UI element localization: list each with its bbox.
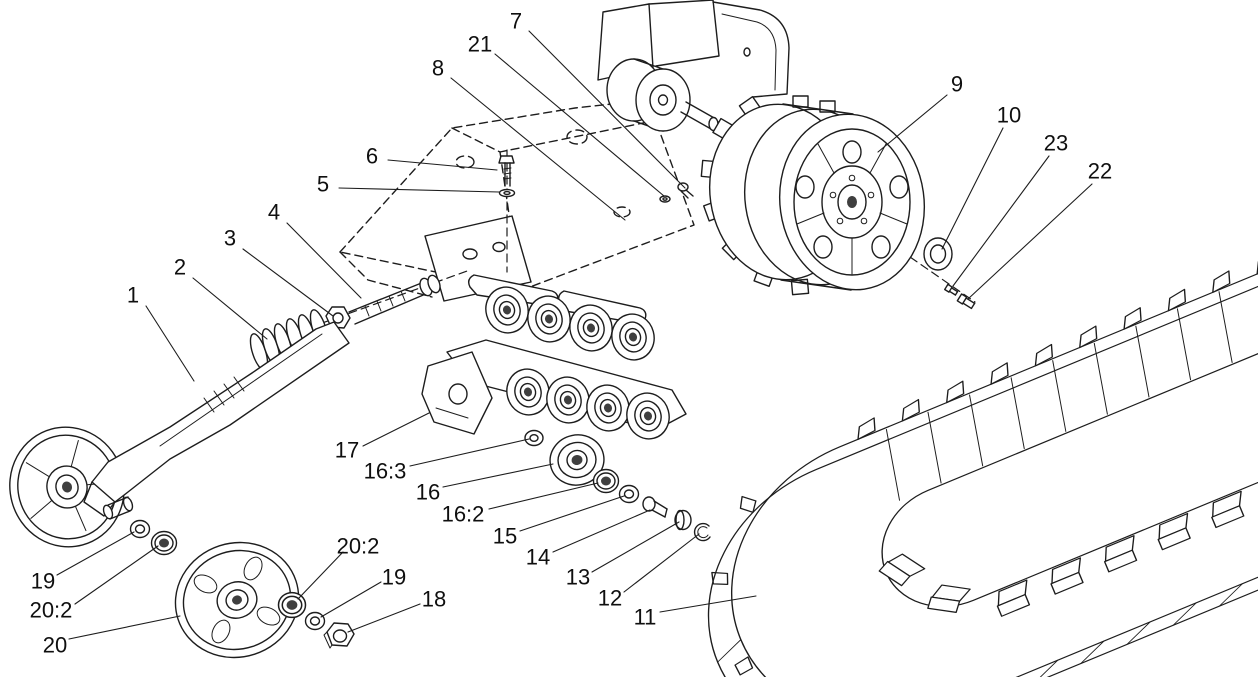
leader-line-20-2-23 — [74, 545, 159, 605]
callout-20-2-23: 20:2 — [30, 598, 73, 623]
callout-10-10: 10 — [997, 103, 1021, 128]
leader-line-3-2 — [242, 248, 334, 317]
callout-23-11: 23 — [1044, 131, 1068, 156]
washer-15 — [618, 484, 640, 504]
callout-5-4: 5 — [317, 172, 329, 197]
leader-line-22-12 — [967, 183, 1093, 300]
idler-wheel-20 — [174, 541, 300, 659]
bolt-22 — [956, 293, 976, 310]
roller-cap-13 — [674, 509, 692, 531]
leader-line-19-22 — [56, 531, 135, 576]
leader-line-11-21 — [659, 595, 757, 613]
retaining-ring-12 — [693, 522, 711, 542]
mount-washer — [659, 195, 671, 203]
callout-6-5: 6 — [366, 144, 378, 169]
callout-17-13: 17 — [335, 438, 359, 463]
callout-22-12: 22 — [1088, 159, 1112, 184]
leader-line-16-2-16 — [488, 482, 599, 510]
leader-line-16-3-14 — [409, 438, 530, 467]
callout-20-2-25: 20:2 — [337, 534, 380, 559]
drive-motor-assembly — [597, 0, 790, 203]
callout-14-18: 14 — [526, 545, 550, 570]
leader-line-7-6 — [528, 30, 686, 189]
callout-11-21: 11 — [634, 605, 657, 630]
leader-line-16-15 — [442, 463, 554, 488]
callout-16-2-16: 16:2 — [442, 502, 485, 527]
callout-9-9: 9 — [951, 72, 963, 97]
bearing-16-2 — [592, 468, 620, 494]
callout-7-6: 7 — [510, 9, 522, 34]
leader-line-20-24 — [68, 615, 181, 640]
callout-13-19: 13 — [566, 565, 590, 590]
callout-2-1: 2 — [174, 255, 186, 280]
callout-21-7: 21 — [468, 32, 492, 57]
callout-18-27: 18 — [422, 587, 446, 612]
callout-19-26: 19 — [382, 565, 406, 590]
leader-line-12-20 — [623, 533, 700, 593]
leader-line-18-27 — [347, 603, 421, 633]
axle-pin — [102, 496, 134, 520]
leader-line-1-0 — [145, 305, 195, 382]
callout-layer: 123456721891023221716:31616:215141312111… — [30, 9, 1113, 658]
leader-line-5-4 — [338, 187, 500, 193]
axle-nut-18 — [323, 622, 355, 649]
seal-16-3 — [524, 429, 544, 447]
leader-line-2-1 — [192, 277, 268, 340]
leader-line-20-2-25 — [297, 551, 344, 600]
front-idler-wheel — [9, 426, 125, 548]
tension-bolt-and-washer — [498, 149, 516, 273]
washer-19-left — [129, 519, 151, 539]
callout-1-0: 1 — [127, 283, 139, 308]
bolt-23 — [944, 283, 959, 296]
leader-line-9-9 — [877, 94, 948, 153]
bearing-20-2-left — [150, 530, 178, 556]
leader-line-21-7 — [494, 53, 665, 197]
roller-service-parts — [524, 429, 711, 542]
roller-wheel-16 — [549, 434, 605, 486]
leader-line-8-8 — [450, 77, 626, 221]
washer-19-right — [304, 611, 326, 631]
callout-19-22: 19 — [31, 569, 55, 594]
leader-line-17-13 — [362, 412, 430, 447]
callout-16-15: 16 — [416, 480, 440, 505]
leader-line-23-11 — [952, 155, 1050, 287]
callout-15-17: 15 — [493, 524, 517, 549]
sprocket-hardware — [923, 237, 976, 310]
roller-bolt-14 — [642, 496, 668, 518]
callout-4-3: 4 — [268, 200, 280, 225]
bearing-20-2-right — [277, 591, 307, 619]
leader-line-10-10 — [941, 127, 1004, 250]
drive-sprocket — [700, 95, 976, 303]
leader-line-14-18 — [552, 509, 651, 553]
callout-8-8: 8 — [432, 56, 444, 81]
mount-bolt — [677, 182, 694, 199]
leader-line-4-3 — [286, 222, 362, 299]
leader-line-13-19 — [591, 521, 680, 573]
callout-16-3-14: 16:3 — [364, 459, 407, 484]
rubber-track — [707, 194, 1258, 677]
leader-line-15-17 — [519, 495, 625, 532]
leader-line-19-26 — [320, 581, 382, 618]
callout-3-2: 3 — [224, 226, 236, 251]
callout-12-20: 12 — [598, 586, 622, 611]
tension-fork-arm — [83, 321, 350, 520]
callout-20-24: 20 — [43, 633, 67, 658]
bogie-roller-assembly — [421, 274, 687, 445]
leader-line-6-5 — [387, 159, 498, 171]
